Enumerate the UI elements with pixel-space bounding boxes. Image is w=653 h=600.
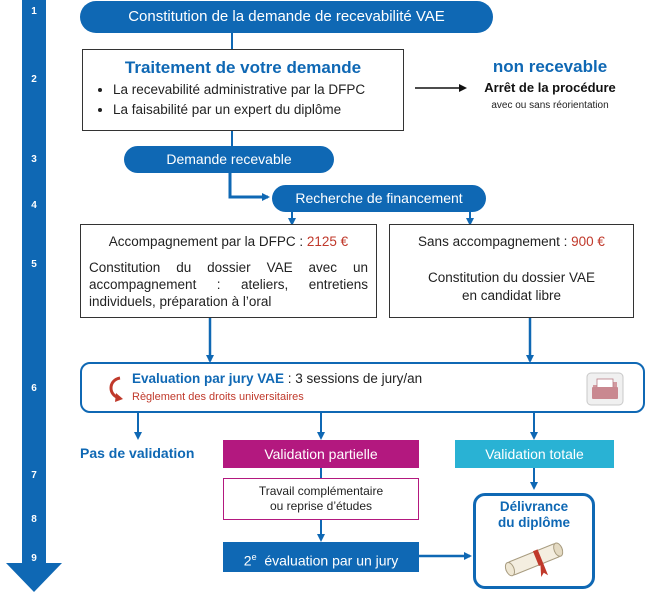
diploma-scroll-icon xyxy=(504,542,564,577)
traitement-title: Traitement de votre demande xyxy=(124,58,362,77)
travail-line-2: ou reprise d’études xyxy=(269,499,373,513)
timeline-shaft xyxy=(22,0,46,565)
delivrance-line-1: Délivrance xyxy=(499,499,569,514)
timeline-arrowhead xyxy=(6,563,62,592)
curved-arrow-icon xyxy=(109,376,123,402)
delivrance-diplome-box: Délivrance du diplôme xyxy=(473,493,595,589)
deuxieme-sup: e xyxy=(251,552,257,562)
sans-heading: Sans accompagnement : 900 € xyxy=(398,233,625,251)
sans-line-2: en candidat libre xyxy=(461,288,562,303)
reglement-droits: Règlement des droits universitaires xyxy=(132,391,304,403)
accompagnement-box: Accompagnement par la DFPC : 2125 € Cons… xyxy=(80,224,377,318)
step-number-3: 3 xyxy=(31,154,37,165)
deuxieme-rest: évaluation par un jury xyxy=(256,552,399,569)
deuxieme-num: 2 xyxy=(243,552,252,569)
travail-line-1: Travail complémentaire xyxy=(258,484,384,498)
pas-de-validation: Pas de validation xyxy=(80,445,195,461)
traitement-item: La faisabilité par un expert du diplôme xyxy=(113,100,395,120)
sans-line-1: Constitution du dossier VAE xyxy=(427,270,596,285)
step-number-6: 6 xyxy=(31,383,37,394)
accompagnement-text: Constitution du dossier VAE avec un acco… xyxy=(89,260,368,309)
evaluation-heading: Evaluation par jury VAE : 3 sessions de … xyxy=(132,371,422,386)
deuxieme-evaluation-box: 2e évaluation par un jury xyxy=(223,542,419,572)
arret-procedure: Arrêt de la procédure xyxy=(484,80,616,95)
traitement-list: La recevabilité administrative par la DF… xyxy=(91,80,395,120)
step-number-9: 9 xyxy=(31,553,37,564)
reorientation-note: avec ou sans réorientation xyxy=(491,100,609,111)
validation-partielle-box: Validation partielle xyxy=(223,440,419,468)
evaluation-title: Evaluation par jury VAE xyxy=(132,371,285,386)
folder-icon xyxy=(586,372,624,406)
accompagnement-price: 2125 € xyxy=(306,234,349,249)
constitution-demande-pill: Constitution de la demande de recevabili… xyxy=(80,1,493,33)
evaluation-rest: : 3 sessions de jury/an xyxy=(284,371,423,386)
travail-complementaire-box: Travail complémentaire ou reprise d’étud… xyxy=(223,478,419,520)
sans-price: 900 € xyxy=(571,234,605,249)
step-number-5: 5 xyxy=(31,259,37,270)
evaluation-jury-box: Evaluation par jury VAE : 3 sessions de … xyxy=(80,362,645,413)
demande-recevable-pill: Demande recevable xyxy=(124,146,334,173)
step-number-8: 8 xyxy=(31,514,37,525)
non-recevable-title: non recevable xyxy=(492,57,608,76)
accompagnement-heading: Accompagnement par la DFPC : 2125 € xyxy=(89,233,368,251)
delivrance-line-2: du diplôme xyxy=(498,515,570,530)
arrow-to-recherche xyxy=(228,173,270,201)
step-number-4: 4 xyxy=(31,200,37,211)
sans-accompagnement-box: Sans accompagnement : 900 € Constitution… xyxy=(389,224,634,318)
step-number-7: 7 xyxy=(31,470,37,481)
recherche-financement-pill: Recherche de financement xyxy=(272,185,486,212)
step-number-1: 1 xyxy=(31,6,37,17)
traitement-box: Traitement de votre demande La recevabil… xyxy=(82,49,404,131)
validation-totale-box: Validation totale xyxy=(455,440,614,468)
step-number-2: 2 xyxy=(31,74,37,85)
traitement-item: La recevabilité administrative par la DF… xyxy=(113,80,395,100)
accompagnement-title: Accompagnement par la DFPC : xyxy=(108,234,307,249)
sans-title: Sans accompagnement : xyxy=(418,234,572,249)
